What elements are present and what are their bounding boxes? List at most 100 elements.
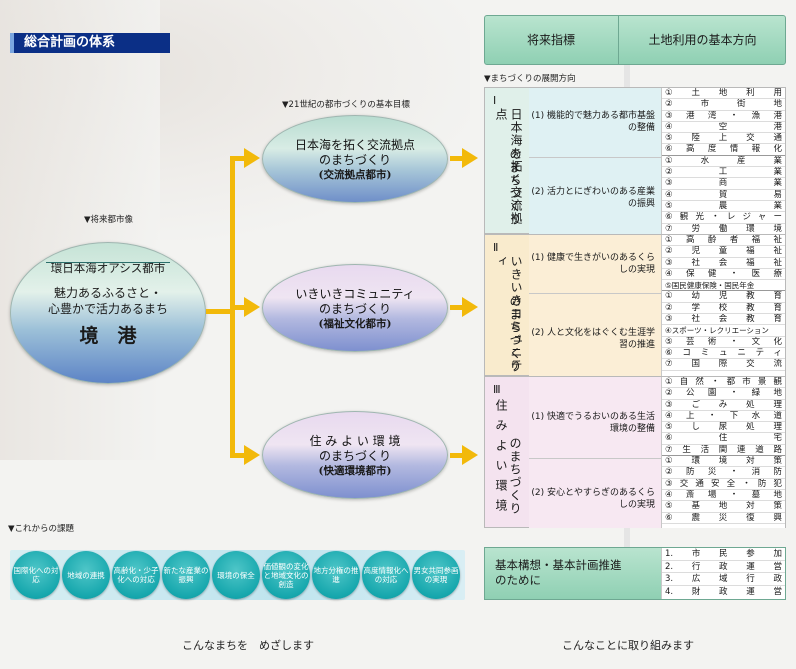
arrow-to-goal-2 (244, 297, 260, 317)
list-item: ④スポーツ・レクリエーション (662, 325, 785, 337)
list-item: ②児童福祉 (662, 246, 785, 258)
section-3-cat-2-bg (529, 458, 661, 528)
goal-1-sub: (交流拠点都市) (318, 169, 392, 181)
section-1-numeral: Ⅰ (493, 94, 497, 107)
goal-3-line2: のまちづくり (318, 449, 391, 463)
connector-branch-2 (230, 305, 244, 310)
issue-circle: 環境の保全 (212, 551, 260, 599)
list-item: ⑤基地対策 (662, 501, 785, 513)
arrow-to-goal-1 (244, 148, 260, 168)
issue-circle: 国際化への対応 (12, 551, 60, 599)
list-item: 4.財政運営 (665, 587, 782, 598)
list-item: ①環境対策 (662, 456, 785, 468)
promotion-line2: のために (495, 573, 541, 587)
list-item: ②工業 (662, 167, 785, 179)
list-item: 2.行政運営 (662, 561, 785, 574)
goal-oval-3: 住 み よ い 環 境 のまちづくり (快適環境都市) (262, 411, 448, 499)
list-item: ④保健・医療 (662, 269, 785, 281)
vision-line2: 魅力あるふるさと・ (53, 286, 162, 300)
section-2-cat-2-bg (529, 293, 661, 376)
list-item: ④空港 (662, 122, 785, 134)
goal-3-sub: (快適環境都市) (318, 465, 392, 477)
section-1-cat-1-bg (529, 88, 661, 157)
list-item: ①高齢者福祉 (662, 235, 785, 247)
section-3: Ⅲ 住みよい環境 のまちづくり (1) 快適でうるおいのある生活環境の整備 (2… (484, 376, 786, 528)
goal-2-sub: (福祉文化都市) (318, 318, 392, 330)
promotion-box: 基本構想・基本計画推進 のために 1.市民参加 2.行政運営 3.広域行政 4.… (484, 547, 786, 600)
section-2-title-main: いきいきコミュニティ (494, 255, 523, 372)
section-1-cat-1-label: (1) 機能的で魅力ある都市基盤の整備 (531, 111, 655, 133)
list-item: ③ごみ処理 (662, 400, 785, 411)
vision-line3: 心豊かで活力あるまち (47, 302, 168, 316)
list-item: 3.広域行政 (662, 573, 785, 587)
bottom-stem (624, 528, 630, 548)
list-item: ①自然・都市景観 (662, 377, 785, 389)
section-3-numeral: Ⅲ (493, 383, 501, 396)
section-3-cat-1-label: (1) 快適でうるおいのある生活環境の整備 (531, 412, 655, 434)
vision-label: ▼将来都市像 (84, 215, 134, 225)
development-label: ▼まちづくりの展開方向 (484, 74, 576, 84)
list-item: ⑥住宅 (662, 433, 785, 445)
goal-1-line1: 日本海を拓く交流拠点 (294, 138, 415, 152)
list-item: ⑥震災復興 (662, 513, 785, 524)
stone-texture-edge (0, 0, 160, 460)
section-2: Ⅱ いきいきコミュニティ のまちづくり (1) 健康で生きがいのあるくらしの実現… (484, 234, 786, 376)
section-2-title-sub: のまちづくり (508, 295, 522, 373)
section-1-title-sub: のまちづくり (508, 148, 522, 226)
list-item: ②防災・消防 (662, 467, 785, 479)
issue-circle: 新たな産業の振興 (162, 551, 210, 599)
caption-right: こんなことに取り組みます (562, 639, 694, 652)
vision-oval: 環日本海オアシス都市 魅力あるふるさと・ 心豊かで活力あるまち 境 港 (10, 242, 206, 384)
list-item: ②市街地 (662, 99, 785, 111)
arrow-to-section-1 (462, 148, 478, 168)
vision-divider (46, 262, 170, 263)
issues-label: ▼これからの課題 (8, 524, 75, 534)
list-item: ④斎場・墓地 (662, 490, 785, 502)
section-1-title-main: 日本海を拓く交流拠点 (494, 108, 523, 225)
connector-stem (206, 309, 230, 314)
connector-branch-3 (230, 453, 244, 458)
vision-line1: 環日本海オアシス都市 (50, 261, 166, 275)
list-item: ③社会教育 (662, 314, 785, 326)
list-item: ⑤芸術・文化 (662, 337, 785, 348)
page-title: 総合計画の体系 (10, 33, 170, 53)
list-item: ③港湾・漁港 (662, 111, 785, 122)
list-item: ⑥観光・レジャー (662, 212, 785, 224)
list-item: ①水産業 (662, 156, 785, 168)
connector-branch-1 (230, 156, 244, 161)
arrow-to-section-3 (462, 445, 478, 465)
list-item: ③交通安全・防犯 (662, 479, 785, 490)
goal-3-line1: 住 み よ い 環 境 (309, 434, 401, 448)
goal-connector-1 (450, 156, 464, 161)
list-item: ⑦生活関連道路 (662, 445, 785, 457)
list-item: ②学校教育 (662, 303, 785, 315)
goal-connector-2 (450, 305, 464, 310)
promotion-line1: 基本構想・基本計画推進 (495, 558, 622, 572)
section-2-numeral: Ⅱ (493, 241, 499, 254)
issue-circle: 高度情報化への対応 (362, 551, 410, 599)
list-item: ④上・下水道 (662, 411, 785, 423)
goal-oval-2: いきいきコミュニティ のまちづくり (福祉文化都市) (262, 264, 448, 352)
list-item: ⑤陸上交通 (662, 133, 785, 145)
issue-circle: 高齢化・少子化への対応 (112, 551, 160, 599)
arrow-to-goal-3 (244, 445, 260, 465)
list-item: ①土地利用 (662, 88, 785, 100)
list-item: ⑦国際交流 (662, 359, 785, 371)
header-left: 将来指標 (526, 33, 575, 47)
list-item: ⑥コミュニティ (662, 348, 785, 360)
issue-circle: 地方分権の推進 (312, 551, 360, 599)
list-item: ④貿易 (662, 190, 785, 201)
list-item: ⑤国民健康保険・国民年金 (662, 280, 785, 292)
list-item: ③社会福祉 (662, 258, 785, 269)
issue-circle: 地域の連携 (62, 551, 110, 599)
section-1-cat-2-label: (2) 活力とにぎわいのある産業の振興 (531, 187, 655, 209)
header-divider (618, 15, 619, 65)
section-2-cat-1-bg (529, 235, 661, 293)
list-item: ⑤し尿処理 (662, 422, 785, 434)
list-item: ⑤農業 (662, 201, 785, 213)
goal-connector-3 (450, 453, 464, 458)
goal-2-line2: のまちづくり (318, 302, 391, 316)
list-item: ①幼児教育 (662, 291, 785, 303)
list-item: 1.市民参加 (662, 548, 785, 561)
section-1: Ⅰ 日本海を拓く交流拠点 のまちづくり (1) 機能的で魅力ある都市基盤の整備 … (484, 87, 786, 235)
